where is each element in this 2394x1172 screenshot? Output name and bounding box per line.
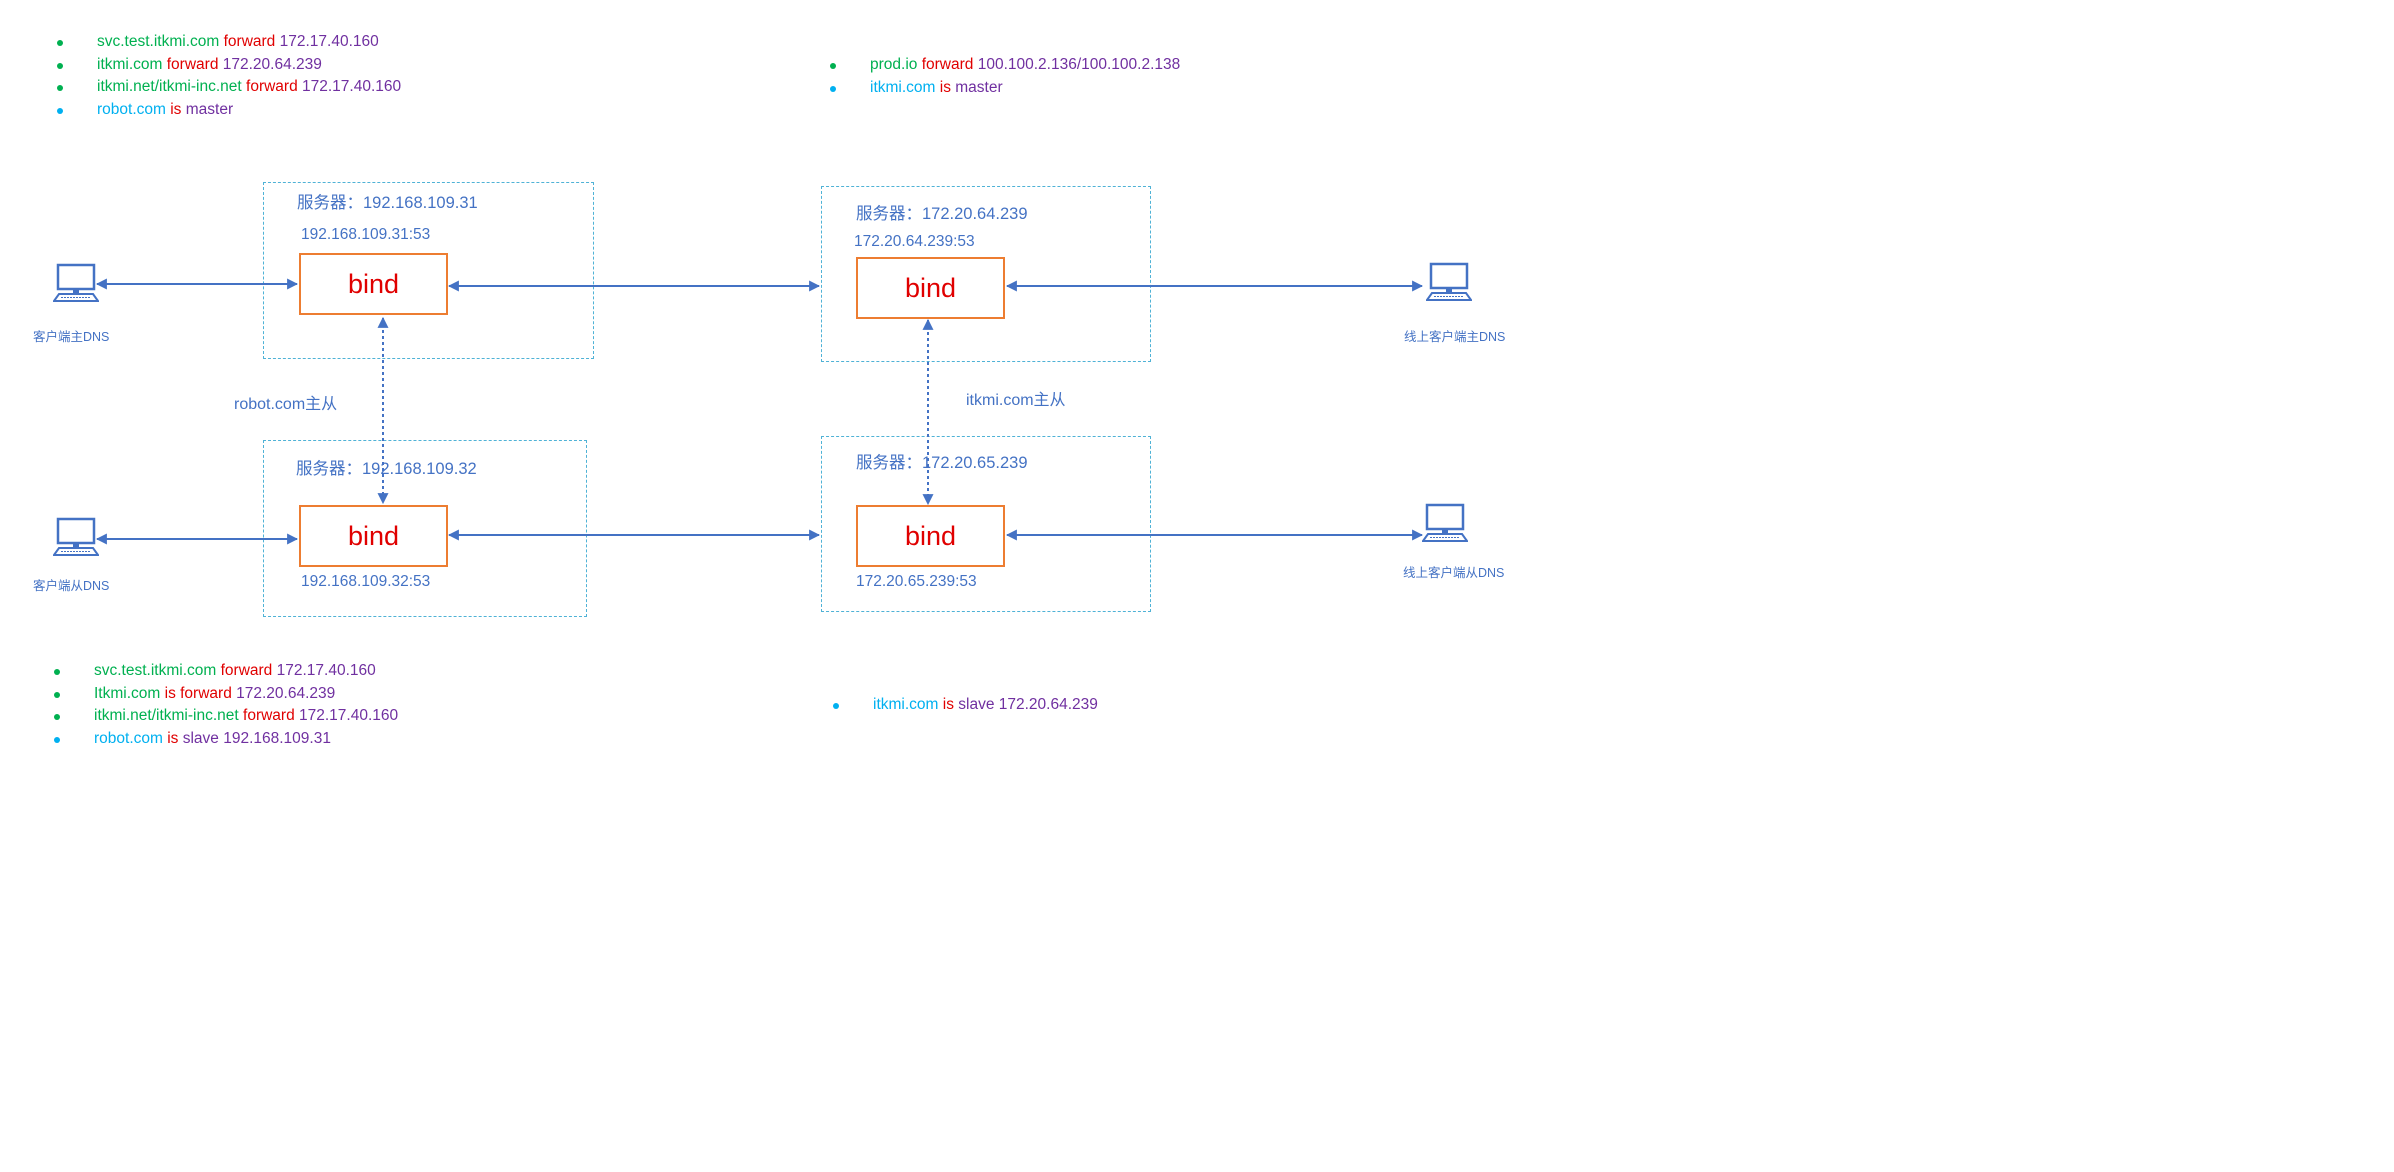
bullet-icon [830, 63, 836, 69]
bullet-icon [830, 85, 836, 92]
rule-text: itkmi.com [870, 78, 940, 96]
computer-icon [1422, 503, 1468, 542]
rule-item: itkmi.net/itkmi-inc.net forward 172.17.4… [57, 76, 402, 99]
server-box-top-left [263, 182, 594, 359]
rule-text: 172.20.64.239 [222, 55, 322, 73]
bullet-icon [54, 736, 60, 743]
rule-item: svc.test.itkmi.com forward 172.17.40.160 [57, 31, 401, 54]
server-box-top-right [821, 186, 1151, 362]
sync-label-robot: robot.com主从 [234, 396, 338, 413]
rules-bottom-left: svc.test.itkmi.com forward 172.17.40.160… [54, 660, 399, 751]
rule-item: Itkmi.com is forward 172.20.64.239 [54, 683, 398, 706]
bullet-icon [57, 40, 63, 46]
rule-text: robot.com [94, 729, 168, 747]
rule-item: itkmi.net/itkmi-inc.net forward 172.17.4… [54, 705, 399, 728]
rule-text: itkmi.com [873, 696, 943, 713]
connection-arrows [95, 278, 1424, 545]
client-label-left-slave: 客户端从DNS [33, 579, 110, 593]
sync-label-itkmi: itkmi.com主从 [966, 392, 1066, 409]
server-label-top-left: 服务器：192.168.109.31 [297, 194, 478, 212]
computer-icon [1426, 262, 1472, 301]
rule-text: forward [246, 78, 303, 95]
rule-text: 172.17.40.160 [279, 33, 379, 50]
rule-item: prod.io forward 100.100.2.136/100.100.2.… [830, 54, 1181, 77]
rule-text: Itkmi.com [94, 684, 165, 702]
rule-text: forward [166, 55, 223, 73]
rule-item: svc.test.itkmi.com forward 172.17.40.160 [54, 660, 398, 683]
server-label-bottom-right: 服务器：172.20.65.239 [856, 454, 1028, 472]
server-label-top-right: 服务器：172.20.64.239 [856, 205, 1028, 223]
port-label-bottom-left: 192.168.109.32:53 [301, 573, 431, 590]
server-box-bottom-left [263, 440, 587, 617]
rules-top-left: svc.test.itkmi.com forward 172.17.40.160… [57, 31, 402, 122]
rule-text: master [185, 100, 234, 118]
bullet-icon [833, 703, 839, 709]
rule-text: is [170, 100, 186, 118]
server-box-bottom-right [821, 436, 1151, 612]
rule-text: slave 192.168.109.31 [182, 729, 331, 747]
bind-box-bottom-left: bind [299, 505, 448, 567]
bullet-icon [54, 691, 60, 698]
rule-text: 172.17.40.160 [302, 78, 402, 95]
client-label-right-master: 线上客户端主DNS [1404, 330, 1506, 344]
rule-text: forward [223, 33, 280, 50]
bullet-icon [54, 669, 60, 675]
bullet-icon [57, 85, 63, 91]
rule-text: forward [243, 707, 300, 724]
server-label-bottom-left: 服务器：192.168.109.32 [296, 460, 477, 478]
port-label-top-left: 192.168.109.31:53 [301, 226, 431, 243]
rule-item: robot.com is master [57, 99, 401, 122]
rule-text: 172.17.40.160 [299, 707, 399, 724]
computer-icon [53, 517, 99, 556]
bind-box-top-right: bind [856, 257, 1005, 319]
bullet-icon [54, 714, 60, 720]
dns-architecture-diagram: svc.test.itkmi.com forward 172.17.40.160… [33, 31, 1506, 751]
bind-box-bottom-right: bind [856, 505, 1005, 567]
bullet-icon [57, 62, 63, 69]
rule-text: prod.io [870, 56, 922, 73]
port-label-top-right: 172.20.64.239:53 [854, 233, 975, 250]
rule-text: 172.17.40.160 [276, 662, 376, 679]
port-label-bottom-right: 172.20.65.239:53 [856, 573, 977, 590]
rule-text: robot.com [97, 100, 171, 118]
rule-text: is forward [164, 684, 237, 702]
rule-text: is [939, 78, 956, 96]
computer-icon [53, 263, 99, 302]
rule-text: itkmi.com [97, 55, 167, 73]
bullet-icon [57, 107, 63, 114]
rule-text: 172.20.64.239 [236, 684, 336, 702]
rule-text: is [942, 696, 959, 713]
rule-text: forward [921, 56, 978, 73]
rule-text: is [167, 729, 183, 747]
rule-text: svc.test.itkmi.com [94, 662, 221, 679]
client-label-right-slave: 线上客户端从DNS [1403, 566, 1505, 580]
bind-box-top-left: bind [299, 253, 448, 315]
client-label-left-master: 客户端主DNS [33, 330, 110, 344]
rule-item: itkmi.com is slave 172.20.64.239 [833, 694, 1098, 717]
rules-top-right: prod.io forward 100.100.2.136/100.100.2.… [830, 54, 1181, 100]
rule-item: itkmi.com forward 172.20.64.239 [57, 54, 401, 77]
rule-text: itkmi.net/itkmi-inc.net [97, 78, 247, 95]
rules-bottom-right: itkmi.com is slave 172.20.64.239 [833, 694, 1098, 717]
rule-item: itkmi.com is master [830, 77, 1180, 100]
rule-text: forward [220, 662, 277, 679]
rule-text: svc.test.itkmi.com [97, 33, 224, 50]
rule-text: itkmi.net/itkmi-inc.net [94, 707, 244, 724]
rule-item: robot.com is slave 192.168.109.31 [54, 728, 398, 751]
rule-text: slave 172.20.64.239 [958, 696, 1098, 713]
rule-text: master [955, 78, 1003, 96]
rule-text: 100.100.2.136/100.100.2.138 [977, 56, 1181, 73]
